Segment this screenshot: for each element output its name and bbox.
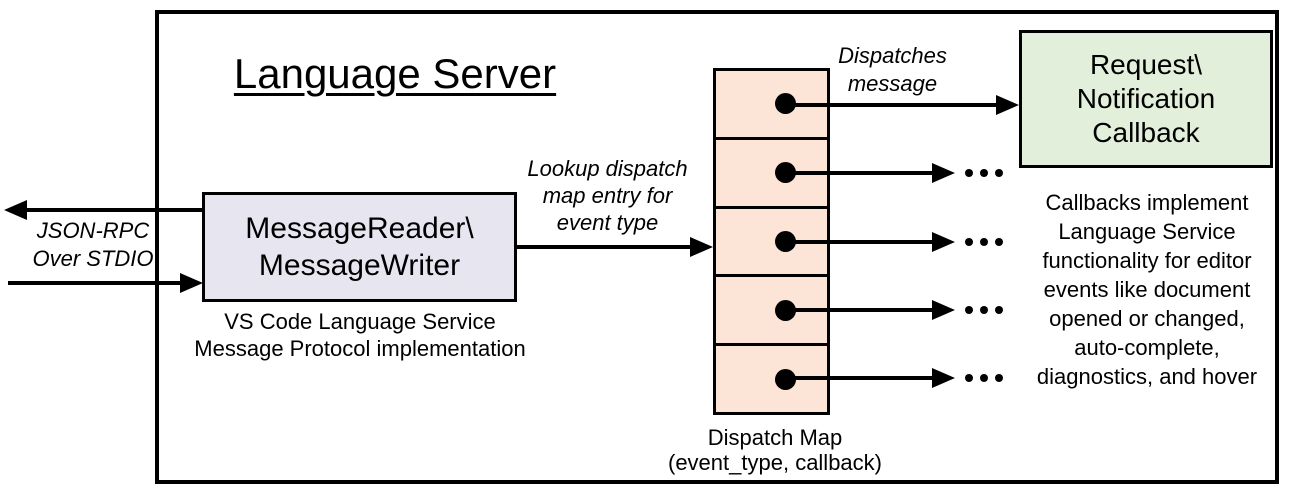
pointer-dot-icon — [775, 93, 796, 115]
message-reader-writer-label: MessageReader\ MessageWriter — [245, 212, 474, 282]
ellipsis-icon — [965, 374, 1003, 382]
language-server-boundary — [155, 10, 1279, 484]
ellipsis-icon — [965, 306, 1003, 314]
lookup-label: Lookup dispatch map entry for event type — [527, 156, 688, 235]
ellipsis-icon — [965, 238, 1003, 246]
lookup-arrowhead-icon — [690, 237, 713, 257]
dispatch-arrow-line — [787, 240, 933, 244]
dispatch-arrowhead-icon — [932, 232, 955, 252]
dispatch-arrow-line — [787, 376, 933, 380]
stdio-in-arrow-line — [8, 281, 180, 285]
lookup-arrow-line — [517, 245, 691, 249]
pointer-dot-icon — [775, 368, 796, 390]
dispatch-arrowhead-icon — [932, 368, 955, 388]
stdio-in-arrowhead-icon — [180, 273, 203, 293]
pointer-dot-icon — [775, 162, 796, 184]
dispatch-map-cell — [716, 205, 827, 275]
dispatch-arrowhead-icon — [932, 300, 955, 320]
dispatch-arrowhead-icon — [996, 95, 1019, 115]
ellipsis-icon — [965, 169, 1003, 177]
request-notification-callback-box: Request\ Notification Callback — [1019, 30, 1273, 168]
dispatch-map-caption: Dispatch Map (event_type, callback) — [668, 425, 882, 475]
dispatch-map — [713, 68, 830, 415]
callbacks-note: Callbacks implement Language Service fun… — [1036, 190, 1258, 389]
dispatches-message-label: Dispatches message — [838, 43, 947, 96]
pointer-dot-icon — [775, 299, 796, 321]
dispatch-arrow-line — [787, 308, 933, 312]
stdio-out-arrow-line — [26, 208, 202, 212]
stdio-out-arrowhead-icon — [4, 200, 27, 220]
request-notification-callback-label: Request\ Notification Callback — [1076, 49, 1216, 148]
dispatch-arrow-line — [787, 171, 933, 175]
message-reader-writer-box: MessageReader\ MessageWriter — [202, 192, 517, 302]
stdio-label: JSON-RPC Over STDIO — [32, 218, 154, 271]
pointer-dot-icon — [775, 230, 796, 252]
dispatch-arrow-line — [787, 103, 997, 107]
reader-writer-caption: VS Code Language Service Message Protoco… — [194, 309, 526, 361]
diagram-title: Language Server — [233, 50, 557, 97]
dispatch-arrowhead-icon — [932, 163, 955, 183]
